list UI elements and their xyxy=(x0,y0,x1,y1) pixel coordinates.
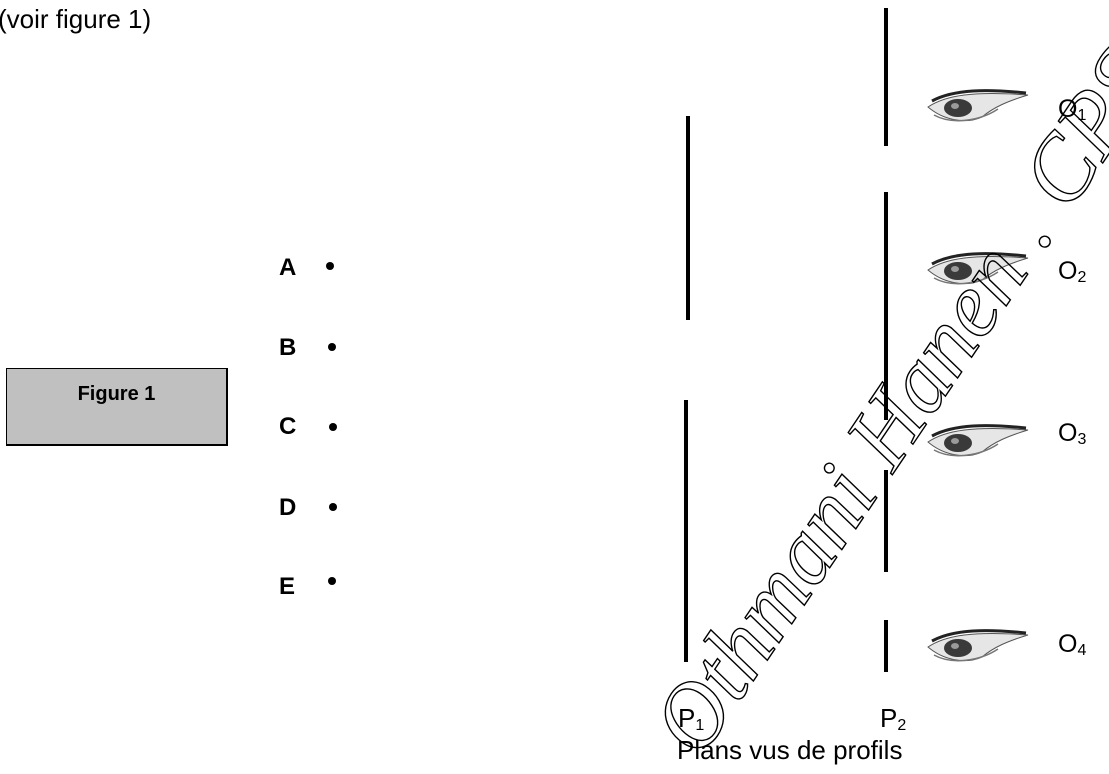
intro-text: (voir figure 1) xyxy=(0,4,152,34)
eye-icon xyxy=(926,89,1030,123)
caption-plans: Plans vus de profils xyxy=(677,735,903,765)
eye-icon xyxy=(926,629,1030,663)
observer-label-o1: O1 xyxy=(1058,95,1087,124)
point-dot-e xyxy=(328,577,336,585)
point-dot-c xyxy=(329,423,337,431)
point-label-e: E xyxy=(279,573,296,600)
figure-label-box: Figure 1 xyxy=(6,368,228,446)
point-label-c: C xyxy=(279,413,297,440)
plane-label-p2: P2 xyxy=(880,703,907,734)
figure-label: Figure 1 xyxy=(77,383,156,405)
point-dot-d xyxy=(329,503,337,511)
observer-label-o4: O4 xyxy=(1058,630,1087,659)
point-label-a: A xyxy=(279,254,297,281)
observer-label-o3: O3 xyxy=(1058,419,1087,448)
point-label-b: B xyxy=(279,334,297,361)
point-label-d: D xyxy=(279,494,297,521)
plane-p1 xyxy=(684,116,690,662)
observer-label-o2: O2 xyxy=(1058,257,1087,286)
point-dot-b xyxy=(328,343,336,351)
plane-label-p1: P1 xyxy=(678,703,705,734)
point-dot-a xyxy=(326,262,334,270)
watermark-text: Othmani Hanen . CPS . Mme Oth xyxy=(632,0,1109,771)
